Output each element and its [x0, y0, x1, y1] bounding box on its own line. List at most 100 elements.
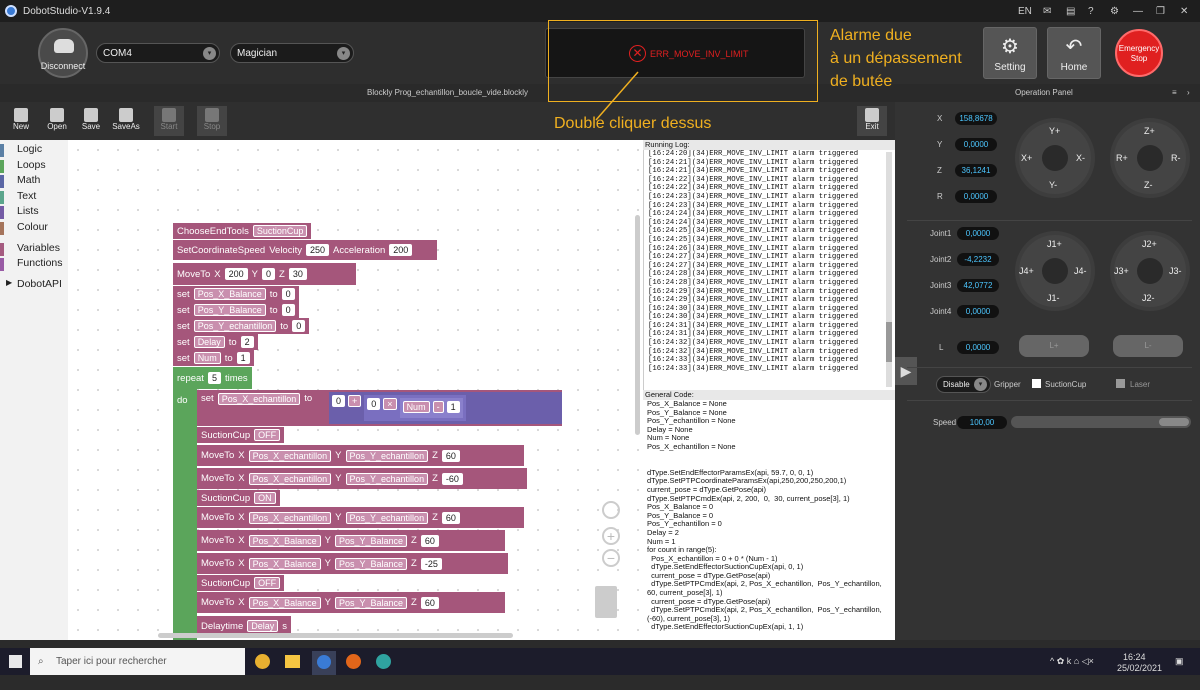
variable-dropdown[interactable]: Pos_Y_Balance — [335, 596, 408, 609]
category-variables[interactable]: Variables — [0, 242, 68, 258]
number-field[interactable]: -60 — [441, 472, 463, 485]
number-field[interactable]: 0 — [261, 268, 275, 280]
number-field[interactable]: 60 — [441, 449, 460, 462]
category-logic[interactable]: Logic — [0, 143, 68, 159]
j2j3-jog-pad[interactable]: J2+ J2- J3+ J3- — [1110, 231, 1190, 311]
home-button[interactable]: ↶ Home — [1047, 27, 1101, 79]
variable-dropdown[interactable]: Pos_X_Balance — [248, 557, 321, 570]
variable-dropdown[interactable]: Pos_Y_echantillon — [345, 449, 429, 462]
hamburger-icon[interactable]: ≡ — [1172, 88, 1177, 97]
alarm-display[interactable]: ✕ ERR_MOVE_INV_LIMIT — [545, 28, 805, 78]
variable-dropdown[interactable]: Pos_X_echantillon — [248, 449, 332, 462]
jog-j3-plus[interactable]: J3+ — [1114, 266, 1129, 276]
jog-r-minus[interactable]: R- — [1171, 153, 1181, 163]
stop-button[interactable]: Stop — [197, 106, 227, 136]
category-loops[interactable]: Loops — [0, 159, 68, 175]
number-field[interactable]: 1 — [446, 401, 460, 413]
category-functions[interactable]: Functions — [0, 257, 68, 273]
variable-dropdown[interactable]: Delay — [247, 620, 279, 632]
jog-x-plus[interactable]: X+ — [1021, 153, 1033, 163]
variable-dropdown[interactable]: Pos_X_echantillon — [217, 393, 301, 405]
variable-dropdown[interactable]: Pos_X_Balance — [193, 288, 266, 300]
variable-dropdown[interactable]: Pos_Y_echantillon — [193, 320, 277, 332]
jog-z-plus[interactable]: Z+ — [1144, 126, 1155, 136]
on-off-dropdown[interactable]: OFF — [254, 429, 281, 441]
jog-j3-minus[interactable]: J3- — [1169, 266, 1182, 276]
jog-j2-minus[interactable]: J2- — [1142, 293, 1155, 303]
category-colour[interactable]: Colour — [0, 221, 68, 237]
variable-dropdown[interactable]: Pos_X_echantillon — [248, 472, 332, 485]
jog-y-plus[interactable]: Y+ — [1049, 126, 1061, 136]
number-field[interactable]: -25 — [420, 557, 442, 570]
end-tool-dropdown[interactable]: SuctionCup — [252, 225, 308, 237]
disable-select[interactable]: Disable▾ — [936, 376, 991, 393]
mail-icon[interactable]: ✉ — [1043, 5, 1052, 17]
variable-dropdown[interactable]: Pos_X_echantillon — [248, 511, 332, 524]
restore-icon[interactable]: ❐ — [1156, 5, 1165, 17]
number-field[interactable]: 250 — [305, 244, 329, 256]
horizontal-scrollbar[interactable] — [158, 633, 513, 638]
jog-j1-minus[interactable]: J1- — [1047, 293, 1060, 303]
operator-dropdown[interactable]: × — [383, 398, 397, 410]
jog-r-plus[interactable]: R+ — [1116, 153, 1128, 163]
dobotstudio-taskbar-icon[interactable] — [312, 651, 336, 675]
number-field[interactable]: 0 — [367, 398, 381, 410]
exit-button[interactable]: Exit — [857, 106, 887, 136]
jog-j4-minus[interactable]: J4- — [1074, 266, 1087, 276]
variable-dropdown[interactable]: Pos_Y_echantillon — [345, 472, 429, 485]
math-minus-block[interactable]: Num-1 — [399, 398, 463, 418]
jog-z-minus[interactable]: Z- — [1144, 180, 1153, 190]
file-explorer-icon[interactable] — [285, 655, 300, 668]
open-button[interactable]: Open — [42, 106, 72, 136]
number-field[interactable]: 1 — [236, 352, 250, 364]
jog-j2-plus[interactable]: J2+ — [1142, 239, 1157, 249]
vertical-scrollbar[interactable] — [635, 215, 640, 435]
jog-j1-plus[interactable]: J1+ — [1047, 239, 1062, 249]
firefox-icon[interactable] — [346, 654, 361, 669]
trash-icon[interactable] — [595, 586, 617, 618]
chevron-right-icon[interactable]: › — [1187, 88, 1190, 97]
number-field[interactable]: 60 — [420, 596, 439, 609]
number-field[interactable]: 5 — [207, 372, 221, 384]
number-field[interactable]: 0 — [281, 304, 295, 316]
zoom-in-icon[interactable]: + — [602, 527, 620, 545]
menu-icon[interactable]: ⚙ — [1110, 5, 1119, 17]
speed-slider-thumb[interactable] — [1159, 418, 1189, 426]
variable-dropdown[interactable]: Num — [193, 352, 221, 364]
windows-start-icon[interactable] — [9, 655, 22, 668]
port-select[interactable]: COM4 ▾ — [96, 43, 220, 63]
category-lists[interactable]: Lists — [0, 205, 68, 221]
laser-checkbox[interactable] — [1116, 379, 1125, 388]
variable-dropdown[interactable]: Pos_Y_echantillon — [345, 511, 429, 524]
notifications-icon[interactable]: ▣ — [1175, 656, 1184, 666]
disconnect-button[interactable]: Disconnect — [38, 28, 88, 78]
variable-dropdown[interactable]: Pos_Y_Balance — [335, 534, 408, 547]
j1j4-jog-pad[interactable]: J1+ J1- J4+ J4- — [1015, 231, 1095, 311]
language-switch[interactable]: EN — [1018, 5, 1032, 17]
saveas-button[interactable]: SaveAs — [111, 106, 141, 136]
variable-dropdown[interactable]: Pos_X_Balance — [248, 534, 321, 547]
chrome-icon[interactable] — [255, 654, 270, 669]
number-field[interactable]: 200 — [224, 268, 248, 280]
l-plus-button[interactable]: L+ — [1019, 335, 1089, 357]
category-text[interactable]: Text — [0, 190, 68, 206]
emergency-stop-button[interactable]: Emergency Stop — [1115, 29, 1163, 77]
l-minus-button[interactable]: L- — [1113, 335, 1183, 357]
system-tray-icons[interactable]: ^ ✿ k ⌂ ◁× — [1050, 656, 1094, 666]
on-off-dropdown[interactable]: ON — [254, 492, 276, 504]
log-scrollbar[interactable] — [886, 152, 892, 387]
